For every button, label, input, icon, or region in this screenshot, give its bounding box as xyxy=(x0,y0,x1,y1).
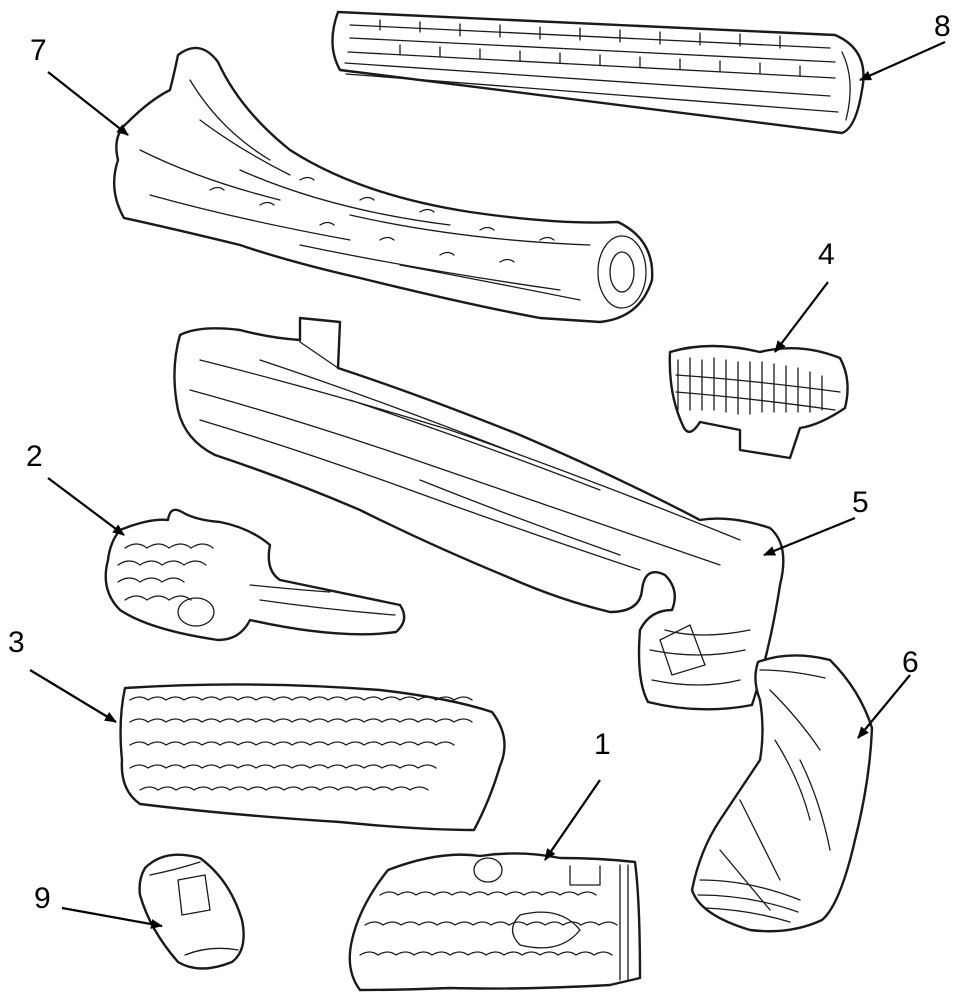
callout-9: 9 xyxy=(34,882,51,915)
log-8 xyxy=(332,12,863,133)
callout-7: 7 xyxy=(30,34,47,67)
leader-1 xyxy=(545,780,600,860)
log-3 xyxy=(121,684,505,830)
leader-7 xyxy=(48,72,128,135)
leader-6 xyxy=(858,675,910,738)
log-9 xyxy=(140,855,244,969)
log-1 xyxy=(350,853,640,990)
leader-3 xyxy=(30,670,116,722)
callout-4: 4 xyxy=(818,238,835,271)
callout-2: 2 xyxy=(26,440,43,473)
callout-8: 8 xyxy=(934,10,951,43)
leader-4 xyxy=(775,282,828,352)
callout-3: 3 xyxy=(8,626,25,659)
log-4 xyxy=(670,346,848,458)
leader-8 xyxy=(860,42,945,80)
callout-1: 1 xyxy=(594,728,611,761)
callout-5: 5 xyxy=(852,486,869,519)
callout-6: 6 xyxy=(902,646,919,679)
leader-2 xyxy=(48,478,124,535)
log-2 xyxy=(106,510,404,640)
